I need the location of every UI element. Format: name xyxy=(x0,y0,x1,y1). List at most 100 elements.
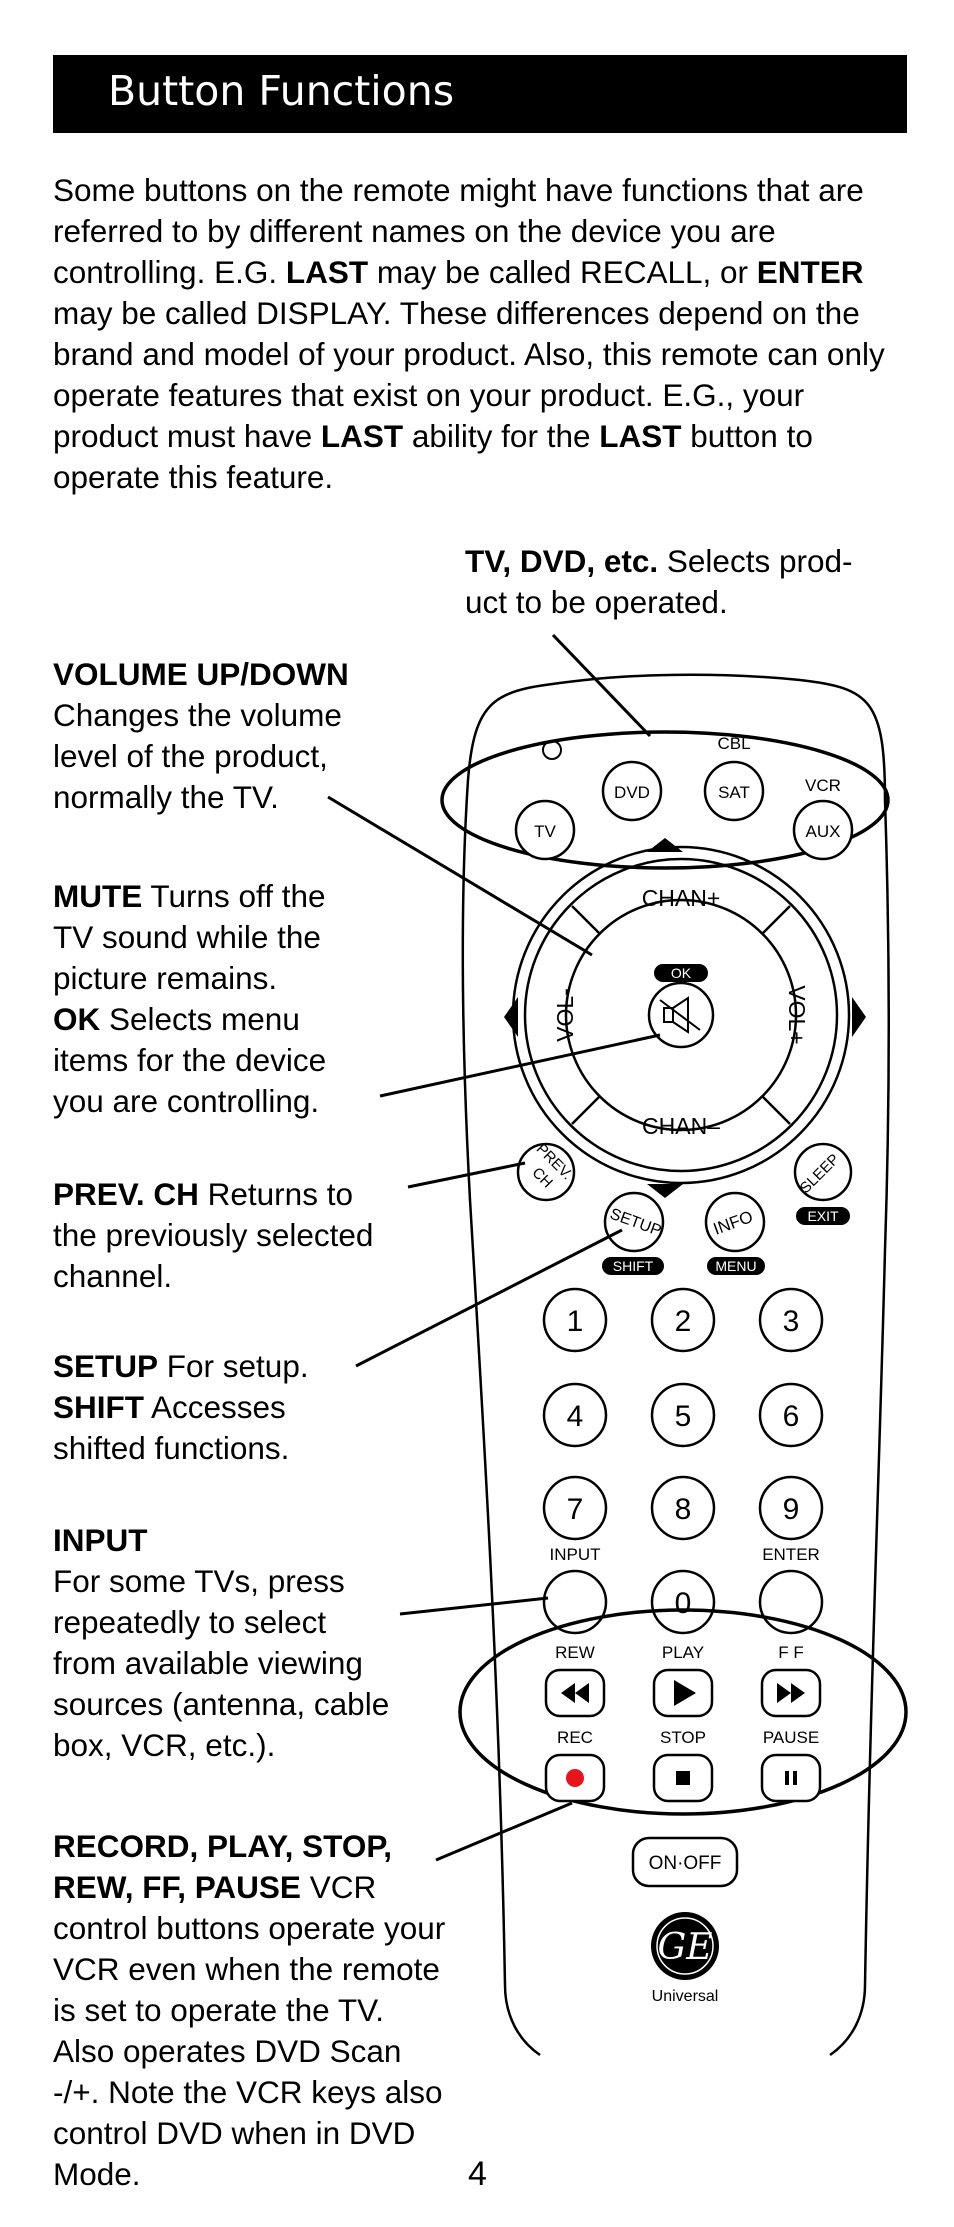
svg-text:8: 8 xyxy=(675,1493,692,1526)
svg-text:OK: OK xyxy=(671,965,692,981)
svg-text:1: 1 xyxy=(567,1305,584,1338)
svg-text:DVD: DVD xyxy=(614,783,650,802)
pause-icon xyxy=(785,1771,797,1785)
leader-line-transport xyxy=(435,1801,573,1862)
chan-up-button[interactable]: CHAN+ xyxy=(642,885,721,911)
svg-text:7: 7 xyxy=(567,1493,584,1526)
sleep-button[interactable]: SLEEP xyxy=(793,1142,853,1202)
setup-button[interactable]: SETUP xyxy=(603,1191,665,1253)
remote-outline xyxy=(461,673,890,2057)
mute-button[interactable] xyxy=(647,981,715,1049)
svg-text:AUX: AUX xyxy=(806,822,841,841)
svg-text:2: 2 xyxy=(675,1305,692,1338)
svg-text:ON·OFF: ON·OFF xyxy=(649,1853,722,1874)
rew-button[interactable] xyxy=(544,1668,606,1718)
menu-button[interactable]: MENU xyxy=(707,1257,765,1275)
vol-up-button[interactable]: VOL+ xyxy=(784,985,810,1044)
ok-button[interactable]: OK xyxy=(654,964,708,982)
chan-down-button[interactable]: CHAN– xyxy=(642,1113,720,1139)
svg-text:TV: TV xyxy=(534,822,556,841)
svg-text:5: 5 xyxy=(675,1400,692,1433)
mute-speaker-icon xyxy=(659,996,701,1034)
rewind-icon xyxy=(561,1683,589,1703)
svg-text:0: 0 xyxy=(675,1587,692,1620)
section-title: Button Functions xyxy=(108,67,455,115)
digit-8-button[interactable]: 8 xyxy=(650,1475,716,1541)
svg-text:SHIFT: SHIFT xyxy=(613,1258,654,1274)
leader-line-prev-ch xyxy=(407,1161,526,1189)
svg-text:MENU: MENU xyxy=(715,1258,756,1274)
stop-label: STOP xyxy=(660,1728,706,1747)
leader-line-device xyxy=(551,633,652,738)
intro-paragraph: Some buttons on the remote might have fu… xyxy=(53,172,885,495)
play-button[interactable] xyxy=(652,1668,714,1718)
svg-text:3: 3 xyxy=(783,1305,800,1338)
dpad-ring xyxy=(511,845,851,1185)
leader-line-mute xyxy=(379,1033,661,1098)
info-button[interactable]: INFO xyxy=(704,1191,766,1253)
digit-7-button[interactable]: 7 xyxy=(542,1475,608,1541)
pause-button[interactable] xyxy=(760,1753,822,1803)
aux-button[interactable]: AUX xyxy=(792,799,854,861)
sat-button[interactable]: SAT xyxy=(703,760,765,822)
svg-text:6: 6 xyxy=(783,1400,800,1433)
prev-ch-button[interactable]: PREV. CH xyxy=(516,1140,576,1202)
leader-line-setup xyxy=(355,1228,623,1368)
fast-forward-icon xyxy=(777,1683,805,1703)
left-arrow-icon xyxy=(504,997,518,1037)
svg-text:4: 4 xyxy=(567,1400,584,1433)
transport-buttons-highlight xyxy=(458,1608,908,1816)
stop-icon xyxy=(676,1771,690,1785)
tv-button[interactable]: TV xyxy=(514,799,576,861)
digit-9-button[interactable]: 9 xyxy=(758,1475,824,1541)
power-button[interactable]: ON·OFF xyxy=(631,1836,739,1888)
input-label: INPUT xyxy=(550,1545,601,1564)
leader-line-input xyxy=(399,1596,549,1616)
digit-1-button[interactable]: 1 xyxy=(542,1287,608,1353)
down-arrow-icon xyxy=(647,1184,683,1198)
digit-0-button[interactable]: 0 xyxy=(650,1569,716,1635)
ff-label: F F xyxy=(778,1643,804,1662)
digit-5-button[interactable]: 5 xyxy=(650,1382,716,1448)
indicator-light-icon xyxy=(542,740,562,760)
ff-button[interactable] xyxy=(760,1668,822,1718)
page-number: 4 xyxy=(468,2155,487,2193)
svg-text:9: 9 xyxy=(783,1493,800,1526)
play-label: PLAY xyxy=(662,1643,704,1662)
digit-4-button[interactable]: 4 xyxy=(542,1382,608,1448)
digit-6-button[interactable]: 6 xyxy=(758,1382,824,1448)
ge-logo: GE xyxy=(651,1912,719,1980)
shift-button[interactable]: SHIFT xyxy=(602,1257,664,1275)
leader-line-volume xyxy=(327,795,593,957)
rec-label: REC xyxy=(557,1728,593,1747)
pause-label: PAUSE xyxy=(763,1728,819,1747)
cbl-label: CBL xyxy=(717,734,750,753)
digit-2-button[interactable]: 2 xyxy=(650,1287,716,1353)
svg-text:EXIT: EXIT xyxy=(807,1208,839,1224)
rec-button[interactable] xyxy=(544,1753,606,1803)
brand-caption: Universal xyxy=(652,1988,719,2005)
device-buttons-highlight xyxy=(440,730,890,870)
play-icon xyxy=(674,1680,696,1706)
vol-down-button[interactable]: VOL- xyxy=(552,988,578,1042)
stop-button[interactable] xyxy=(652,1753,714,1803)
svg-text:GE: GE xyxy=(657,1927,712,1968)
digit-3-button[interactable]: 3 xyxy=(758,1287,824,1353)
dvd-button[interactable]: DVD xyxy=(601,760,663,822)
enter-label: ENTER xyxy=(762,1545,820,1564)
section-header: Button Functions xyxy=(53,55,907,133)
rew-label: REW xyxy=(555,1643,595,1662)
vcr-label: VCR xyxy=(805,776,841,795)
svg-text:SAT: SAT xyxy=(718,783,750,802)
right-arrow-icon xyxy=(852,997,866,1037)
annotation-device-buttons: TV, DVD, etc. Selects prod-uct to be ope… xyxy=(465,543,853,620)
exit-button[interactable]: EXIT xyxy=(796,1207,850,1225)
record-dot-icon xyxy=(566,1769,584,1787)
